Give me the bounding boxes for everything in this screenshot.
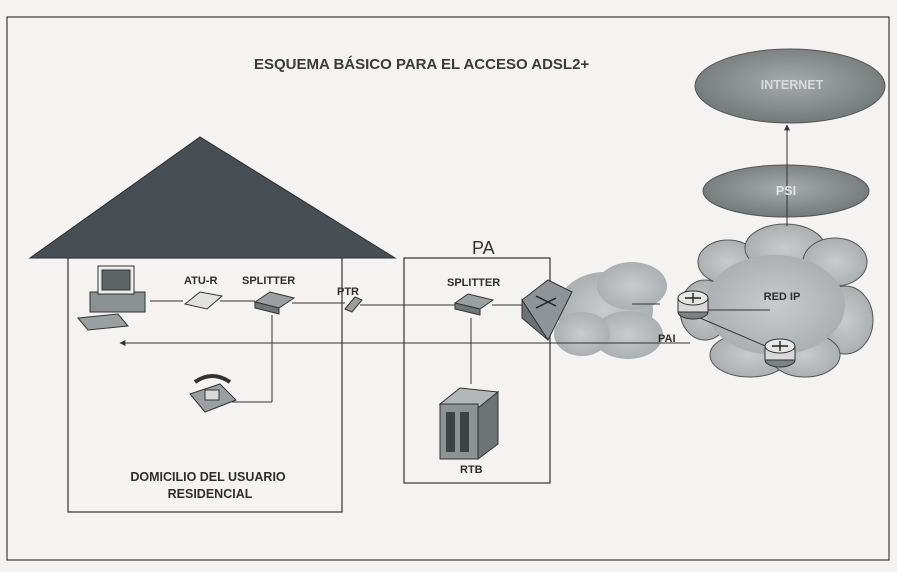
rtb-label: RTB	[460, 464, 483, 476]
internet-label: INTERNET	[760, 78, 824, 92]
house-label-line1: DOMICILIO DEL USUARIO	[130, 470, 286, 484]
router-icon-1	[677, 290, 709, 320]
outer-frame	[6, 16, 890, 561]
rtb-switch-tower	[438, 387, 500, 460]
ptr-connector	[344, 296, 363, 313]
psi-label: PSI	[775, 184, 797, 198]
ptr-label: PTR	[337, 286, 359, 298]
computer-icon	[77, 265, 146, 331]
house-roof	[28, 136, 397, 259]
splitter-home-device	[253, 291, 296, 315]
house-walls	[67, 257, 343, 513]
pa-box	[403, 257, 551, 484]
diagram-title: ESQUEMA BÁSICO PARA EL ACCESO ADSL2+	[254, 56, 590, 73]
splitter-home-label: SPLITTER	[242, 275, 296, 287]
internet-ellipse	[694, 48, 886, 124]
house-label-line2: RESIDENCIAL	[167, 487, 253, 501]
pai-label: PAI	[658, 333, 676, 345]
splitter-pa-label: SPLITTER	[447, 277, 501, 289]
telephone-icon	[189, 374, 237, 413]
atu-r-device	[183, 291, 224, 310]
router-icon-2	[764, 338, 796, 368]
pa-label: PA	[472, 238, 495, 258]
psi-ellipse	[702, 164, 870, 218]
splitter-pa-device	[453, 293, 495, 316]
pai-cloud	[554, 262, 667, 359]
atu-r-label: ATU-R	[184, 275, 218, 287]
red-ip-label: RED IP	[763, 291, 801, 303]
dslam-switch-icon	[521, 279, 573, 342]
